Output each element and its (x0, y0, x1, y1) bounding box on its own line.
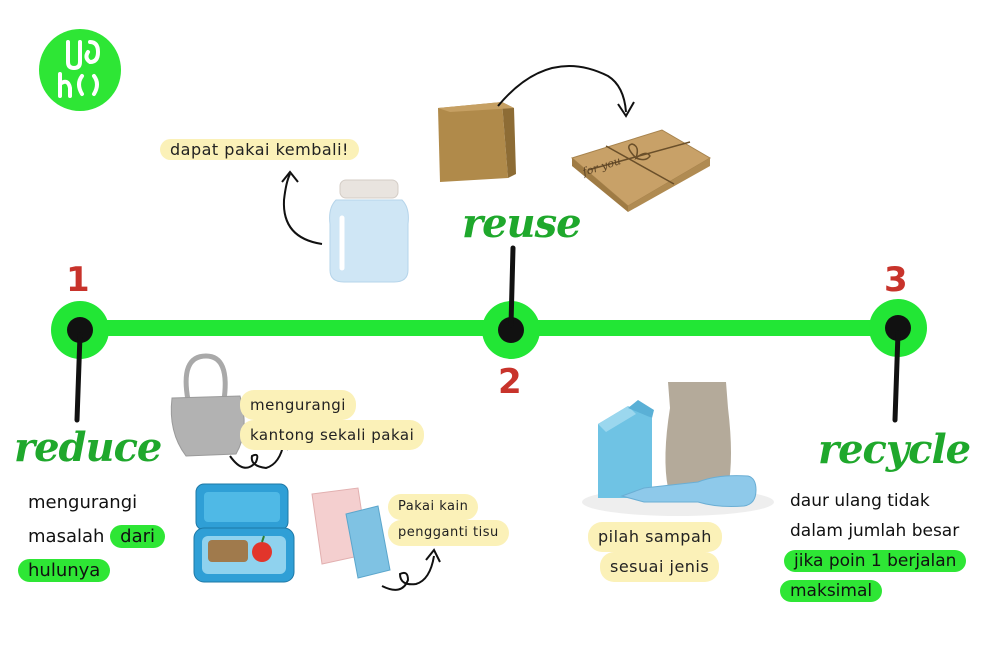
reduce-description: mengurangi masalah dari hulunya (18, 486, 166, 588)
reduce-desc-line2-b: dari (110, 525, 166, 548)
bag-note: mengurangi kantong sekali pakai (240, 390, 425, 450)
cloth-note: Pakai kain pengganti tisu (388, 494, 509, 546)
reduce-desc-line3: hulunya (18, 559, 111, 582)
recycle-desc-line2: dalam jumlah besar (790, 521, 960, 541)
brand-logo (38, 28, 122, 112)
step-number-2: 2 (498, 362, 522, 402)
sort-note-line1: pilah sampah (588, 522, 722, 552)
recycle-desc-line1: daur ulang tidak (790, 491, 930, 511)
glass-jar (329, 179, 409, 283)
jar-note-text: dapat pakai kembali! (160, 139, 359, 160)
cloth-note-line2: pengganti tisu (388, 520, 509, 546)
recyclables (582, 382, 774, 516)
wrapped-package (570, 129, 711, 212)
reuse-arrow (497, 65, 635, 118)
reduce-desc-line1: mengurangi (28, 492, 138, 513)
reduce-desc-line2: masalah dari (28, 520, 166, 554)
recycle-title: recycle (818, 426, 971, 473)
recycle-desc-line3: jika poin 1 berjalan (784, 550, 967, 572)
step-number-3: 3 (884, 260, 908, 300)
jar-note: dapat pakai kembali! (160, 139, 359, 160)
bag-note-line2: kantong sekali pakai (240, 420, 425, 450)
timeline-node-3 (869, 299, 927, 423)
cloth-note-line1: Pakai kain (388, 494, 479, 520)
cardboard-box (438, 102, 516, 182)
lunch-box (193, 483, 295, 583)
cloth-towels (311, 487, 391, 579)
cloth-note-arrow (381, 548, 441, 591)
sort-note-line2: sesuai jenis (600, 552, 720, 582)
jar-note-arrow (281, 170, 323, 245)
step-number-1: 1 (66, 260, 90, 300)
recycle-desc-line4: maksimal (780, 580, 883, 602)
paper-sack (665, 382, 731, 488)
reduce-title: reduce (14, 424, 162, 471)
reduce-desc-line2-a: masalah (28, 526, 105, 547)
timeline-node-2 (482, 245, 540, 359)
sort-note: pilah sampah sesuai jenis (588, 522, 722, 582)
bag-note-line1: mengurangi (240, 390, 356, 420)
recycle-description: daur ulang tidak dalam jumlah besar jika… (780, 486, 967, 606)
timeline-node-1 (51, 301, 109, 423)
reuse-title: reuse (462, 200, 582, 247)
